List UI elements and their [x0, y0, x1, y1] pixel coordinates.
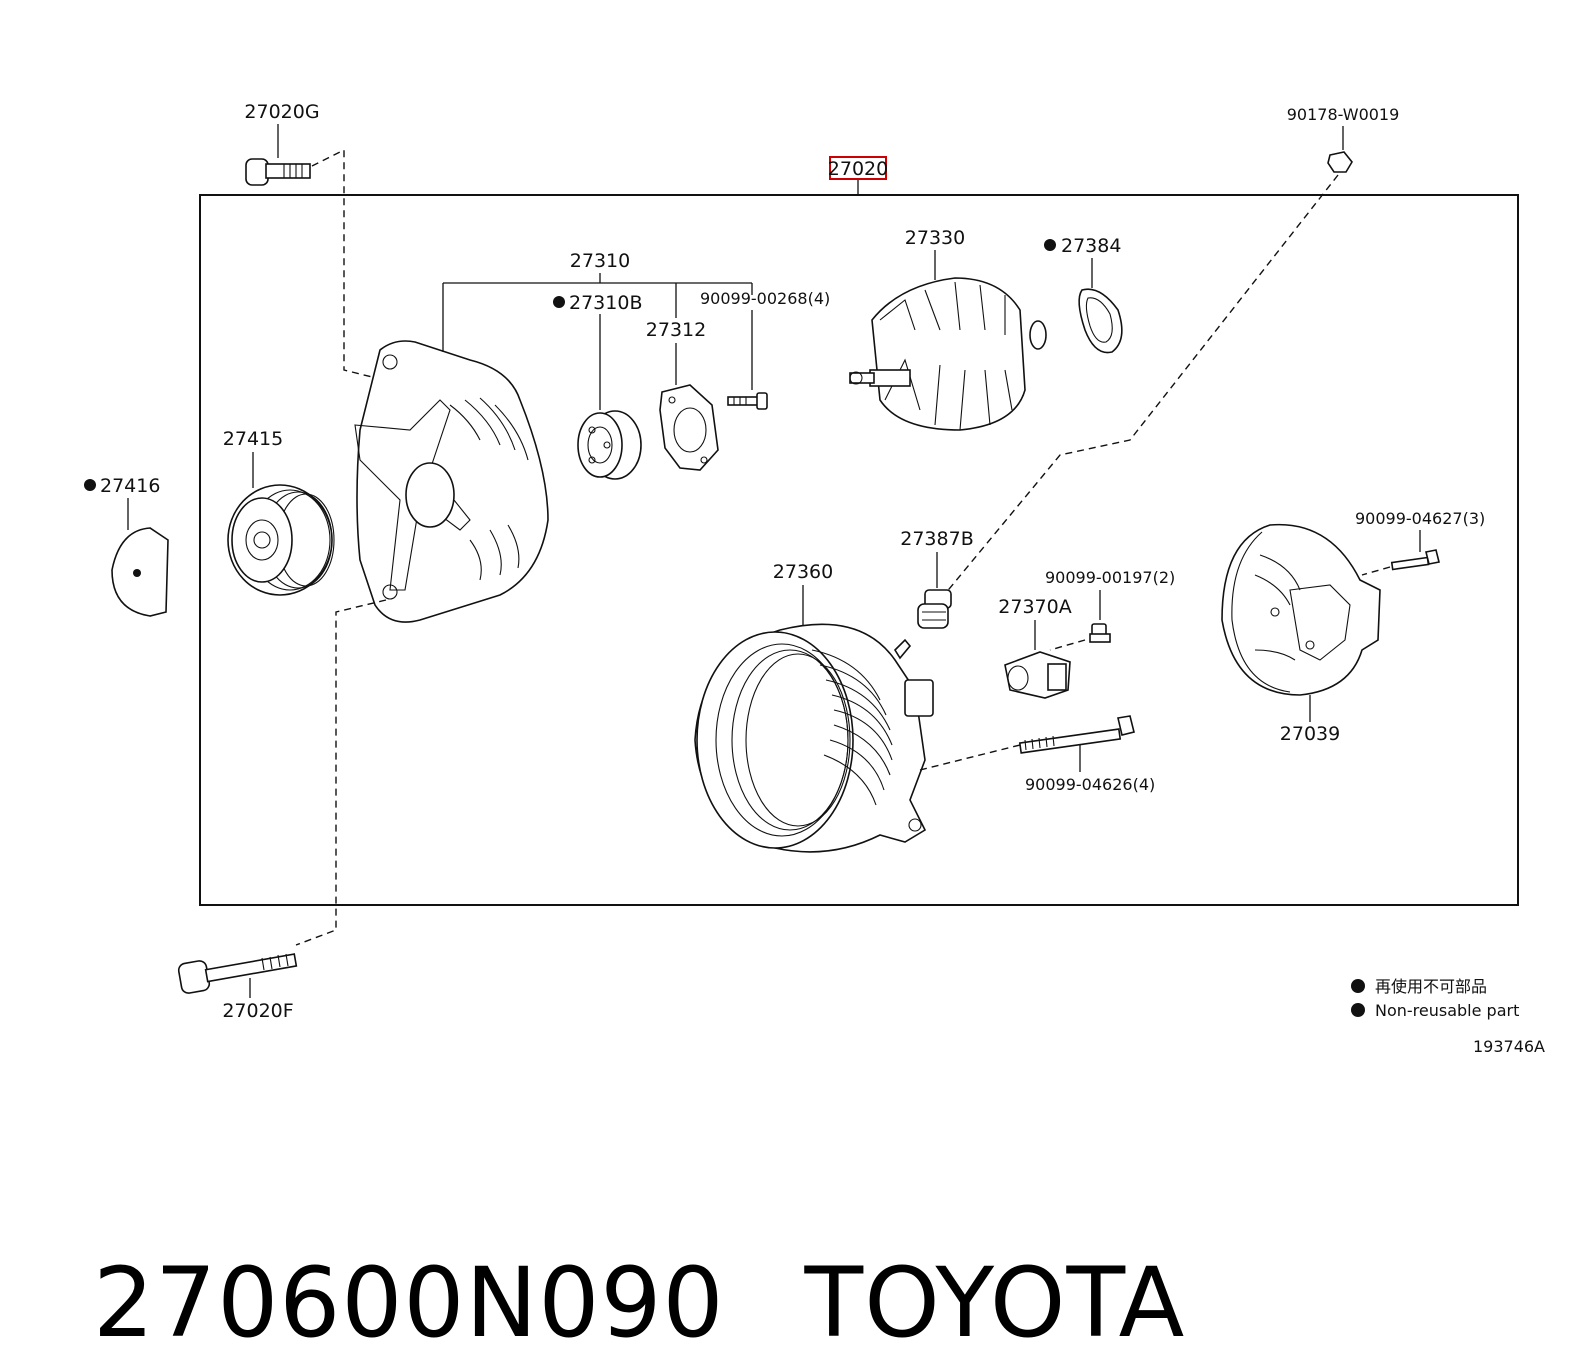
bolt-27020G-icon [245, 158, 311, 186]
part-27370A[interactable]: 27370A [998, 596, 1072, 699]
bolt-icon [1390, 549, 1440, 571]
part-27310[interactable]: 27310 [442, 250, 753, 352]
part-27039[interactable]: 27039 [1221, 523, 1381, 745]
callout-27020F: 27020F [222, 1000, 293, 1022]
callout-27310: 27310 [570, 250, 630, 272]
rear-cover-icon [1221, 523, 1381, 696]
part-27020F[interactable]: 27020F [177, 953, 298, 1022]
part-27384[interactable]: 27384 [1044, 235, 1123, 354]
part-27310B[interactable]: 27310B [553, 292, 642, 480]
gasket-icon [1078, 288, 1123, 354]
part-27416[interactable]: 27416 [84, 475, 169, 617]
rotor-icon [849, 277, 1047, 431]
callout-27360: 27360 [773, 561, 833, 583]
part-90099-00268[interactable]: 90099-00268(4) [700, 289, 830, 410]
callout-27312: 27312 [646, 319, 706, 341]
legend: 再使用不可部品 Non-reusable part [1351, 977, 1519, 1020]
callout-27370A: 27370A [998, 596, 1071, 618]
callout-27020G: 27020G [244, 101, 319, 123]
retainer-plate-icon [659, 384, 719, 471]
insulator-icon [917, 589, 952, 629]
legend-japanese: 再使用不可部品 [1375, 977, 1487, 996]
brand-name: TOYOTA [804, 1247, 1186, 1359]
callout-90178-W0019: 90178-W0019 [1287, 105, 1400, 124]
part-90099-04626[interactable]: 90099-04626(4) [1018, 715, 1155, 794]
non-reusable-mark-icon [1351, 1003, 1365, 1017]
part-number: 270600N090 [93, 1247, 725, 1359]
dashed-guide [311, 148, 385, 381]
through-bolt-icon [1018, 715, 1135, 754]
highlight-box [829, 156, 887, 180]
cap-icon [111, 527, 169, 617]
callout-27330: 27330 [905, 227, 965, 249]
rear-frame-icon [694, 623, 934, 853]
pulley-icon [227, 484, 335, 596]
group-bracket [442, 282, 753, 352]
bolt-27020F-icon [177, 953, 298, 994]
dashed-guide [1049, 639, 1086, 651]
assembly-number-label: 27020 [828, 158, 888, 180]
dashed-guide [295, 599, 387, 946]
callout-27039: 27039 [1280, 723, 1340, 745]
callout-90099-04627: 90099-04627(3) [1355, 509, 1485, 528]
part-90099-04627[interactable]: 90099-04627(3) [1355, 509, 1485, 576]
non-reusable-mark-icon [84, 479, 96, 491]
part-90099-00197[interactable]: 90099-00197(2) [1045, 568, 1175, 651]
part-27312[interactable]: 27312 [646, 319, 719, 471]
part-27387B[interactable]: 27387B [900, 528, 974, 629]
dashed-guide [1361, 566, 1391, 576]
dashed-guide [939, 174, 1339, 601]
part-drive-end-frame [295, 340, 549, 946]
callout-27415: 27415 [223, 428, 283, 450]
part-27020G[interactable]: 27020G [244, 101, 385, 381]
callout-27416: 27416 [100, 475, 160, 497]
callout-90099-00268: 90099-00268(4) [700, 289, 830, 308]
callout-90099-00197: 90099-00197(2) [1045, 568, 1175, 587]
non-reusable-mark-icon [553, 296, 565, 308]
drawing-id: 193746A [1473, 1037, 1545, 1056]
part-90178-W0019[interactable]: 90178-W0019 [939, 105, 1400, 601]
part-27330[interactable]: 27330 [849, 227, 1047, 431]
brush-holder-icon [1004, 651, 1071, 699]
non-reusable-mark-icon [1044, 239, 1056, 251]
callout-27020[interactable]: 27020 [828, 156, 888, 195]
parts-diagram: 27020 27020G 90178-W0019 27416 27415 [84, 101, 1545, 1056]
bearing-icon [577, 410, 642, 480]
non-reusable-mark-icon [1351, 979, 1365, 993]
dashed-guide [919, 744, 1021, 771]
nut-icon [1327, 151, 1353, 173]
screw-icon [727, 392, 768, 410]
part-27415[interactable]: 27415 [223, 428, 335, 596]
screw-icon [1089, 623, 1111, 643]
footer-caption: 270600N090 TOYOTA [30, 1135, 1185, 1359]
part-27360[interactable]: 27360 [694, 561, 1021, 853]
callout-27384: 27384 [1061, 235, 1121, 257]
assembly-frame [199, 194, 1519, 906]
callout-27387B: 27387B [900, 528, 973, 550]
legend-english: Non-reusable part [1375, 1001, 1519, 1020]
callout-90099-04626: 90099-04626(4) [1025, 775, 1155, 794]
callout-27310B: 27310B [569, 292, 642, 314]
